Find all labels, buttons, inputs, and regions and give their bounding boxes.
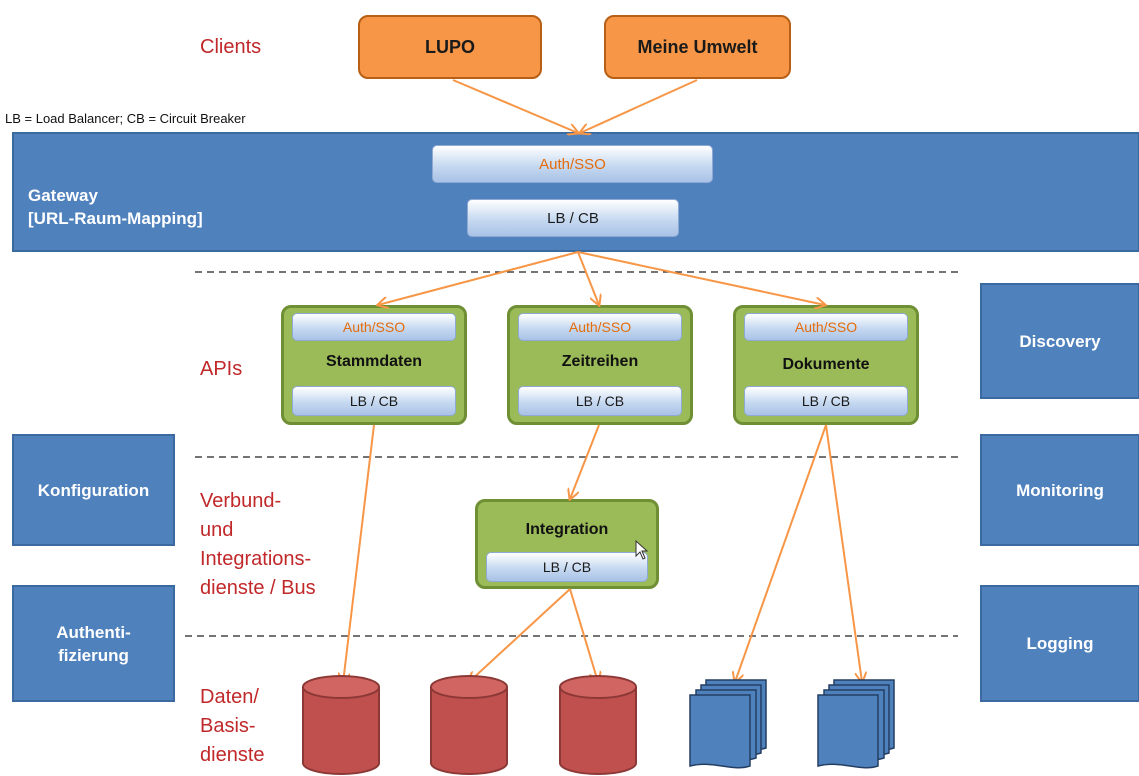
arrow	[735, 424, 827, 682]
service-lb-cb[interactable]: LB / CB	[518, 386, 682, 416]
integration-title: Integration	[525, 521, 609, 538]
arrow	[343, 424, 375, 683]
service-lb-cb[interactable]: LB / CB	[292, 386, 456, 416]
arrow	[569, 588, 598, 682]
gateway-title-line: Gateway	[28, 186, 98, 205]
arrow	[577, 251, 825, 305]
layer-label-verbund-line: dienste / Bus	[200, 577, 316, 599]
integration-lb-cb[interactable]: LB / CB	[486, 552, 648, 582]
arrow	[452, 79, 578, 133]
document-stack-icon	[817, 679, 895, 769]
service-auth-sso[interactable]: Auth/SSO	[744, 313, 908, 341]
arrow	[469, 588, 571, 682]
service-title: Zeitreihen	[561, 353, 639, 370]
gateway-subtitle-line: [URL-Raum-Mapping]	[28, 209, 203, 228]
layer-label-daten-line: Daten/	[200, 686, 259, 708]
service-auth-sso[interactable]: Auth/SSO	[292, 313, 456, 341]
database-icon	[302, 675, 380, 775]
layer-label-verbund-line: Integrations-	[200, 548, 312, 570]
service-title: Dokumente	[782, 356, 870, 373]
service-lb-cb[interactable]: LB / CB	[744, 386, 908, 416]
layer-label-daten-line: Basis-	[200, 715, 256, 737]
box-discovery[interactable]: Discovery	[980, 283, 1139, 399]
layer-label-daten: Daten/ Basis- dienste	[200, 683, 265, 770]
authentifizierung-line: fizierung	[58, 645, 129, 665]
box-monitoring[interactable]: Monitoring	[980, 434, 1139, 546]
layer-label-verbund: Verbund- und Integrations- dienste / Bus	[200, 487, 316, 603]
client-lupo[interactable]: LUPO	[358, 15, 542, 79]
layer-label-apis: APIs	[200, 358, 243, 380]
document-stack-icon	[689, 679, 767, 769]
service-auth-sso[interactable]: Auth/SSO	[518, 313, 682, 341]
gateway-title: Gateway [URL-Raum-Mapping]	[28, 184, 203, 230]
box-konfiguration[interactable]: Konfiguration	[12, 434, 175, 546]
arrow	[577, 251, 599, 305]
client-meine-umwelt[interactable]: Meine Umwelt	[604, 15, 791, 79]
layer-label-daten-line: dienste	[200, 744, 265, 766]
gateway-auth-sso[interactable]: Auth/SSO	[432, 145, 713, 183]
arrow	[570, 424, 600, 499]
database-icon	[559, 675, 637, 775]
layer-label-clients: Clients	[200, 36, 262, 58]
authentifizierung-line: Authenti-	[56, 622, 131, 642]
box-authentifizierung[interactable]: Authenti- fizierung	[12, 585, 175, 702]
arrow	[580, 79, 698, 133]
mouse-pointer-icon	[635, 539, 649, 560]
service-title: Stammdaten	[325, 353, 423, 370]
legend-text: LB = Load Balancer; CB = Circuit Breaker	[5, 111, 246, 126]
layer-label-verbund-line: Verbund-	[200, 490, 282, 512]
layer-label-verbund-line: und	[200, 519, 234, 541]
gateway-lb-cb[interactable]: LB / CB	[467, 199, 679, 237]
arrow	[378, 251, 579, 305]
arrow	[825, 424, 862, 682]
database-icon	[430, 675, 508, 775]
